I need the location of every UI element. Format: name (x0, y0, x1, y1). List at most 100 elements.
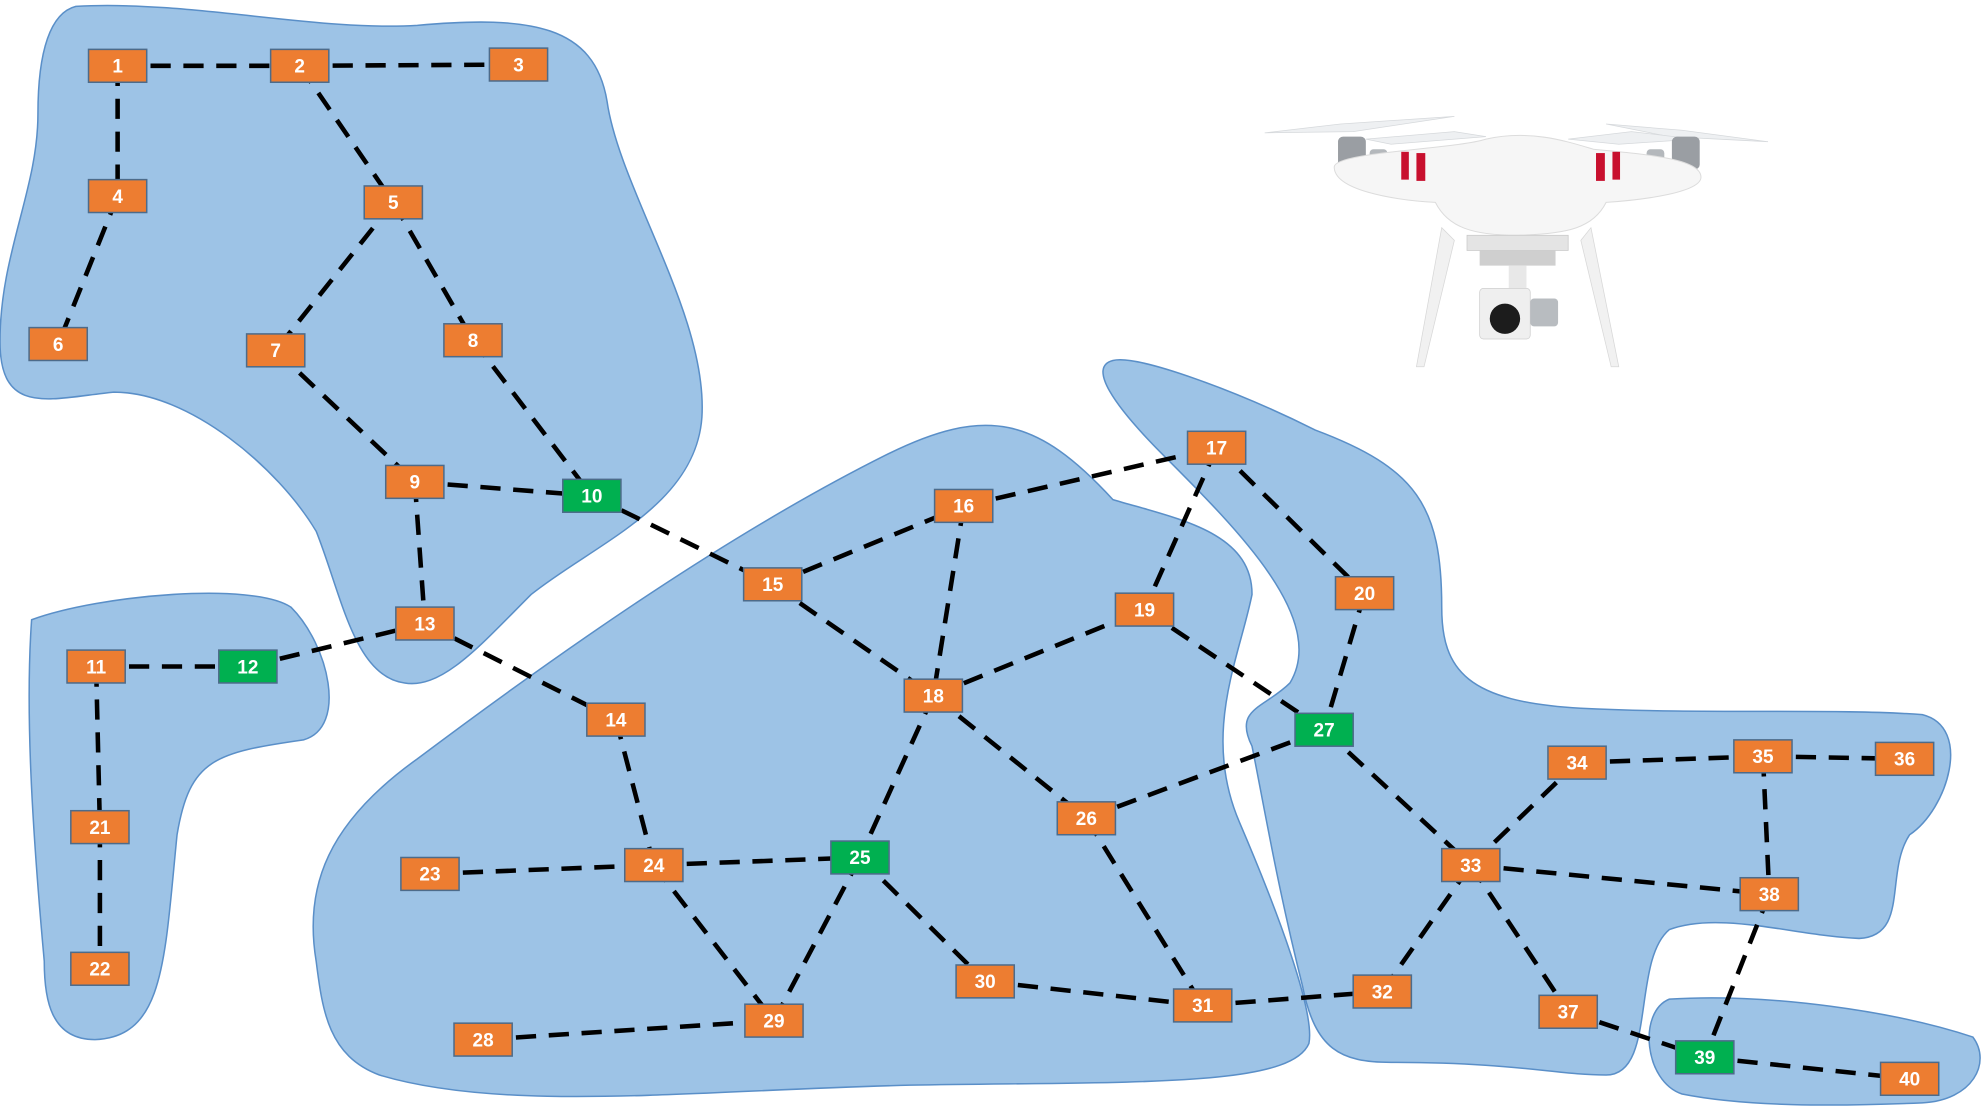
node-17: 17 (1186, 430, 1247, 465)
edge-11-21 (93, 666, 103, 828)
node-box (488, 47, 549, 82)
node-box (903, 678, 964, 713)
node-label: 11 (86, 657, 107, 678)
edge-25-30 (858, 855, 987, 984)
node-box (1294, 712, 1354, 747)
node-box (1186, 430, 1247, 465)
edge-33-38 (1470, 862, 1770, 897)
edge-32-33 (1380, 863, 1473, 993)
node-37: 37 (1538, 994, 1599, 1029)
node-10: 10 (562, 478, 622, 513)
node-box (830, 840, 890, 875)
node-label: 28 (473, 1030, 494, 1051)
node-label: 6 (53, 335, 64, 356)
node-box (1056, 801, 1117, 836)
node-39: 39 (1674, 1040, 1735, 1075)
node-36: 36 (1874, 741, 1935, 777)
region-left (28, 592, 330, 1041)
node-35: 35 (1733, 739, 1793, 774)
node-5: 5 (363, 185, 424, 220)
node-box (955, 964, 1016, 999)
node-8: 8 (443, 323, 503, 358)
node-label: 21 (89, 818, 111, 839)
node-4: 4 (87, 178, 148, 214)
node-label: 33 (1460, 856, 1481, 877)
edge-35-38 (1760, 756, 1772, 895)
edge-5-8 (391, 201, 475, 342)
node-24: 24 (623, 847, 684, 883)
node-box (1334, 575, 1395, 611)
edge-33-34 (1469, 761, 1579, 867)
node-label: 12 (237, 657, 258, 678)
edge-18-19 (932, 607, 1146, 698)
edge-9-13 (412, 481, 428, 624)
edge-13-14 (423, 621, 617, 722)
regions (0, 4, 1981, 1106)
node-23: 23 (400, 856, 460, 892)
node-label: 2 (294, 57, 305, 78)
region-top-left (0, 4, 703, 685)
edge-38-39 (1702, 893, 1772, 1059)
node-box (1352, 974, 1413, 1009)
node-19: 19 (1114, 592, 1175, 627)
node-label: 8 (468, 331, 479, 352)
node-box (87, 178, 148, 214)
node-label: 17 (1206, 439, 1227, 460)
node-box (218, 649, 278, 684)
node-label: 5 (388, 193, 399, 214)
node-box (66, 649, 126, 684)
node-21: 21 (70, 809, 130, 845)
edge-17-19 (1142, 446, 1219, 611)
node-label: 24 (643, 856, 665, 877)
node-22: 22 (70, 951, 130, 986)
node-box (586, 702, 646, 737)
node-label: 15 (762, 575, 784, 596)
node-box (623, 847, 684, 883)
node-label: 25 (849, 848, 871, 869)
node-28: 28 (453, 1022, 513, 1057)
node-box (1879, 1061, 1940, 1097)
node-label: 35 (1752, 747, 1774, 768)
node-3: 3 (488, 47, 549, 82)
node-31: 31 (1172, 988, 1233, 1023)
edge-19-27 (1143, 607, 1326, 732)
node-box (1440, 847, 1501, 883)
node-label: 4 (112, 187, 123, 208)
node-30: 30 (955, 964, 1016, 999)
node-label: 29 (763, 1011, 784, 1032)
node-33: 33 (1440, 847, 1501, 883)
region-right (1102, 359, 1952, 1076)
edge-2-3 (299, 62, 519, 69)
node-6: 6 (28, 326, 89, 362)
node-label: 14 (605, 710, 627, 731)
node-label: 37 (1558, 1003, 1579, 1024)
edge-20-27 (1321, 592, 1367, 731)
edge-33-37 (1468, 863, 1571, 1014)
node-26: 26 (1056, 801, 1117, 836)
node-label: 1 (112, 57, 123, 78)
node-label: 20 (1354, 584, 1375, 605)
node-label: 36 (1894, 750, 1915, 771)
drone-image (1264, 116, 1769, 368)
node-box (742, 567, 803, 602)
node-box (87, 48, 148, 84)
edge-17-20 (1215, 446, 1367, 595)
node-label: 31 (1192, 996, 1214, 1017)
node-label: 27 (1314, 721, 1335, 742)
node-label: 30 (975, 972, 996, 993)
node-box (443, 323, 503, 358)
node-box (1172, 988, 1233, 1023)
node-16: 16 (933, 488, 994, 524)
node-label: 40 (1899, 1070, 1920, 1091)
edge-18-25 (857, 694, 936, 859)
node-32: 32 (1352, 974, 1413, 1009)
edge-31-32 (1202, 989, 1383, 1008)
node-box (384, 464, 445, 500)
node-14: 14 (586, 702, 646, 737)
node-box (1538, 994, 1599, 1029)
node-13: 13 (395, 606, 455, 641)
node-box (245, 333, 306, 368)
node-label: 38 (1759, 885, 1780, 906)
